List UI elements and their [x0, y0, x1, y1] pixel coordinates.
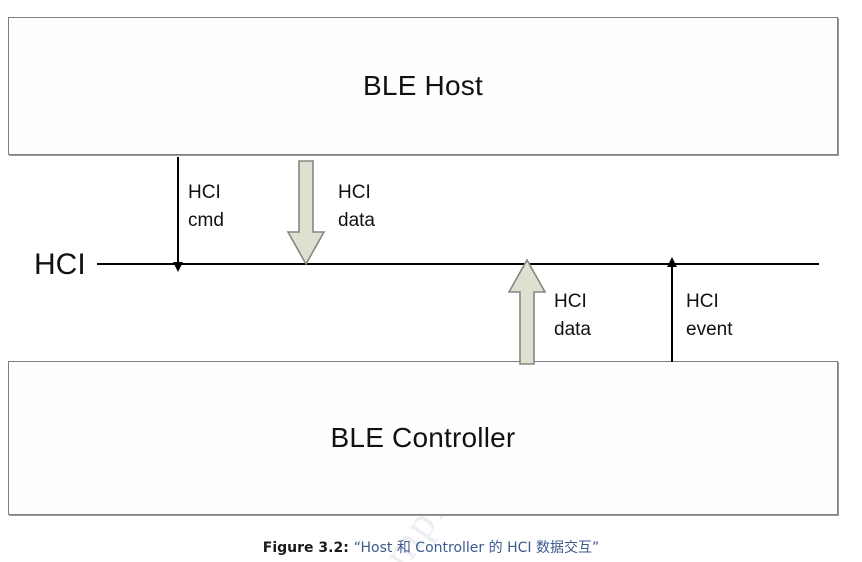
hci-boundary-label: HCI — [34, 248, 86, 281]
hci-event-label: HCI event — [686, 291, 733, 340]
hci-cmd-arrow-icon — [173, 157, 183, 272]
figure-title: “Host 和 Controller 的 HCI 数据交互” — [353, 540, 600, 556]
hci-data-down-label: HCI data — [338, 182, 375, 231]
figure-number: Figure 3.2 — [262, 540, 344, 556]
ble-host-label: BLE Host — [363, 70, 483, 101]
ble-host-box: BLE Host — [8, 17, 838, 155]
arrowhead-down-icon — [173, 262, 183, 272]
figure-caption-separator: : — [343, 540, 354, 556]
ble-controller-label: BLE Controller — [330, 422, 516, 453]
hci-event-arrow-icon — [667, 257, 677, 362]
hci-data-down-block-arrow-icon — [286, 160, 326, 266]
hci-data-up-label: HCI data — [554, 291, 591, 340]
figure-caption: Figure 3.2: “Host 和 Controller 的 HCI 数据交… — [0, 537, 862, 557]
arrowhead-up-icon — [667, 257, 677, 267]
hci-boundary-line — [97, 263, 819, 265]
ble-controller-box: BLE Controller — [8, 361, 838, 515]
hci-cmd-label: HCI cmd — [188, 182, 224, 231]
hci-data-up-block-arrow-icon — [506, 258, 548, 366]
